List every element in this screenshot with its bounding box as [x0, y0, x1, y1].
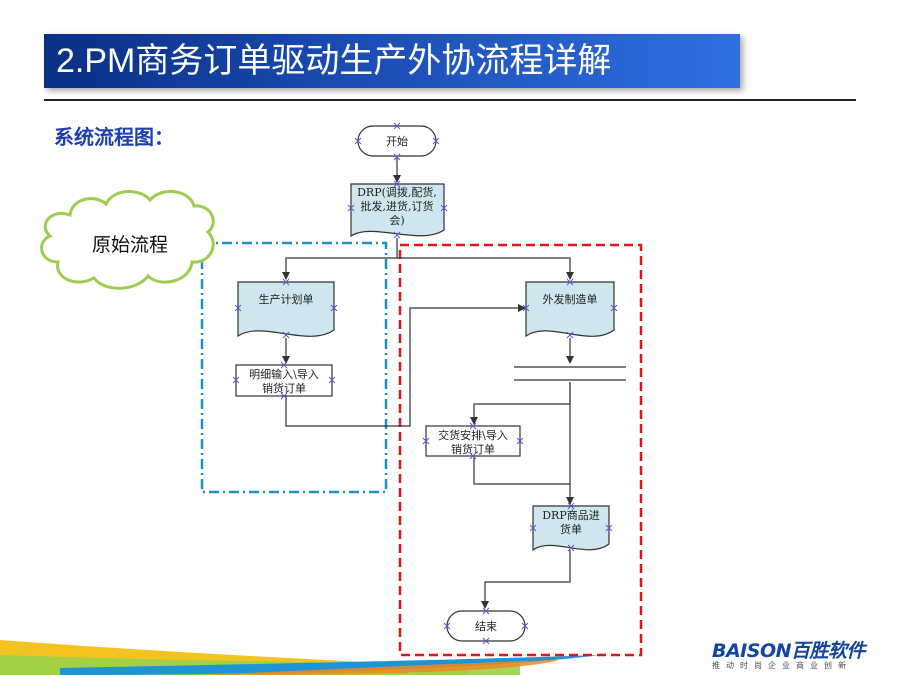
drp-label-3: 会)	[389, 214, 404, 227]
detail-input-label-2: 销货订单	[262, 381, 306, 395]
title-prefix: 2.PM	[56, 42, 136, 80]
title-divider	[44, 99, 856, 101]
company-logo: BAISON百胜软件	[712, 640, 866, 662]
cloud-label: 原始流程	[92, 234, 168, 256]
detail-input-node: 明细输入\导入 销货订单	[235, 364, 333, 397]
company-slogan: 推动时尚企业商业创新	[712, 661, 852, 670]
drp-label-2: 批发,进货,订货	[361, 199, 434, 213]
new-flow-box	[398, 243, 643, 657]
end-label: 结束	[475, 620, 497, 633]
title-rest: 商务订单驱动生产外协流程详解	[135, 41, 612, 81]
delivery-label-2: 销货订单	[451, 442, 495, 456]
end-node: 结束	[446, 610, 526, 642]
slide-title: 2.PM商务订单驱动生产外协流程详解	[56, 40, 611, 82]
original-flow-box	[200, 241, 388, 494]
connector-drpgoods-end	[481, 550, 571, 609]
production-plan-label: 生产计划单	[259, 292, 314, 306]
cloud-callout: 原始流程	[40, 190, 215, 290]
start-node: 开始	[357, 125, 437, 157]
delivery-node: 交货安排\导入 销货订单	[425, 425, 521, 457]
drp-node: DRP(调拨,配货, 批发,进货,订货 会)	[350, 183, 445, 238]
detail-input-label-1: 明细输入\导入	[249, 367, 319, 381]
connector-bar-delivery	[470, 382, 571, 425]
connector-detail-outsourcing	[285, 304, 526, 427]
outsourcing-label: 外发制造单	[543, 292, 598, 306]
drp-goods-label-1: DRP商品进	[542, 508, 600, 522]
connector-delivery-merge	[473, 456, 570, 485]
drp-goods-label-2: 货单	[560, 522, 582, 536]
section-label: 系统流程图：	[54, 125, 174, 149]
drp-label-1: DRP(调拨,配货,	[357, 185, 437, 199]
selection-handles	[232, 122, 618, 645]
connector-drp-production	[282, 238, 398, 280]
title-bar: 2.PM商务订单驱动生产外协流程详解	[44, 34, 740, 88]
connector-drp-outsourcing	[397, 257, 574, 280]
footer-decoration	[0, 640, 600, 675]
outsourcing-node: 外发制造单	[525, 281, 615, 338]
production-plan-node: 生产计划单	[237, 281, 335, 338]
start-label: 开始	[386, 134, 408, 148]
delivery-label-1: 交货安排\导入	[438, 428, 508, 442]
drp-goods-node: DRP商品进 货单	[532, 505, 610, 552]
